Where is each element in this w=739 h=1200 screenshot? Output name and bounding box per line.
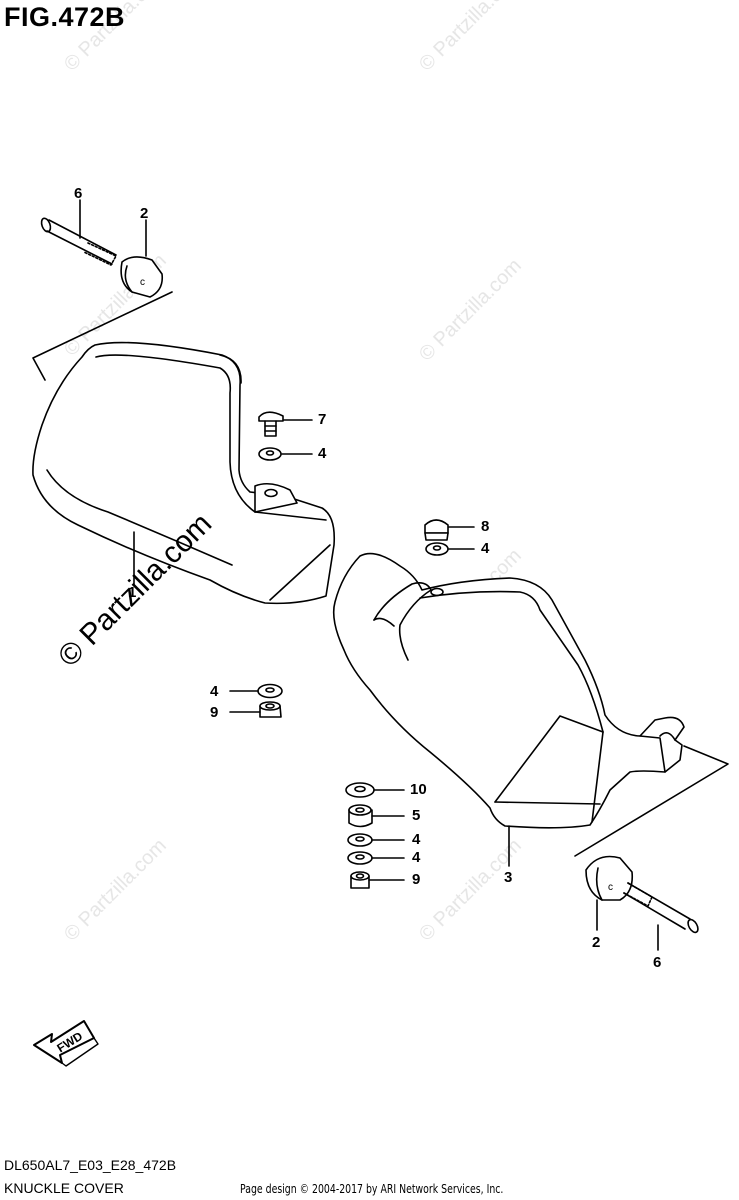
callout-part-4: 4 (412, 849, 421, 866)
callout-part-4: 4 (318, 445, 327, 462)
cap-nut-8 (424, 519, 449, 541)
knuckle-cover-1 (32, 341, 336, 605)
rubber-spacer-2-upper: c (120, 256, 164, 298)
phantom-line (574, 745, 729, 857)
diagram-code: DL650AL7_E03_E28_472B (4, 1157, 177, 1173)
screw-7 (258, 411, 284, 437)
collar-5 (348, 804, 373, 828)
svg-text:c: c (608, 882, 613, 893)
washer-4-c (425, 542, 449, 556)
callout-part-4: 4 (210, 683, 219, 700)
washer-10 (345, 782, 375, 798)
figure-title: FIG.472B (4, 2, 126, 32)
callout-part-2: 2 (592, 934, 601, 951)
washer-4-b (257, 683, 283, 699)
callout-part-9: 9 (412, 871, 421, 888)
callout-part-9: 9 (210, 704, 219, 721)
nut-9-b (350, 871, 370, 889)
knuckle-cover-3 (332, 552, 685, 829)
svg-text:c: c (140, 277, 145, 288)
nut-9-a (259, 701, 282, 718)
callout-part-3: 3 (504, 869, 513, 886)
callout-part-4: 4 (412, 831, 421, 848)
bolt-6-lower (623, 882, 699, 934)
copyright-credit: Page design © 2004-2017 by ARI Network S… (240, 1182, 504, 1196)
washer-4-e (347, 851, 373, 865)
rubber-spacer-2-lower: c (585, 855, 634, 901)
fwd-arrow-icon: FWD (33, 1020, 99, 1067)
callout-part-1: 1 (128, 584, 137, 601)
callout-part-4: 4 (481, 540, 490, 557)
figure-caption: KNUCKLE COVER (4, 1180, 124, 1196)
callout-part-5: 5 (412, 807, 421, 824)
leader-lines (79, 199, 659, 951)
bolt-6-upper (40, 217, 117, 266)
callout-part-6: 6 (74, 185, 83, 202)
callout-part-8: 8 (481, 518, 490, 535)
callout-part-6: 6 (653, 954, 662, 971)
washer-4-a (258, 447, 282, 461)
callout-part-2: 2 (140, 205, 149, 222)
washer-4-d (347, 833, 373, 847)
callout-part-10: 10 (410, 781, 427, 798)
callout-part-7: 7 (318, 411, 327, 428)
phantom-line (32, 291, 173, 381)
